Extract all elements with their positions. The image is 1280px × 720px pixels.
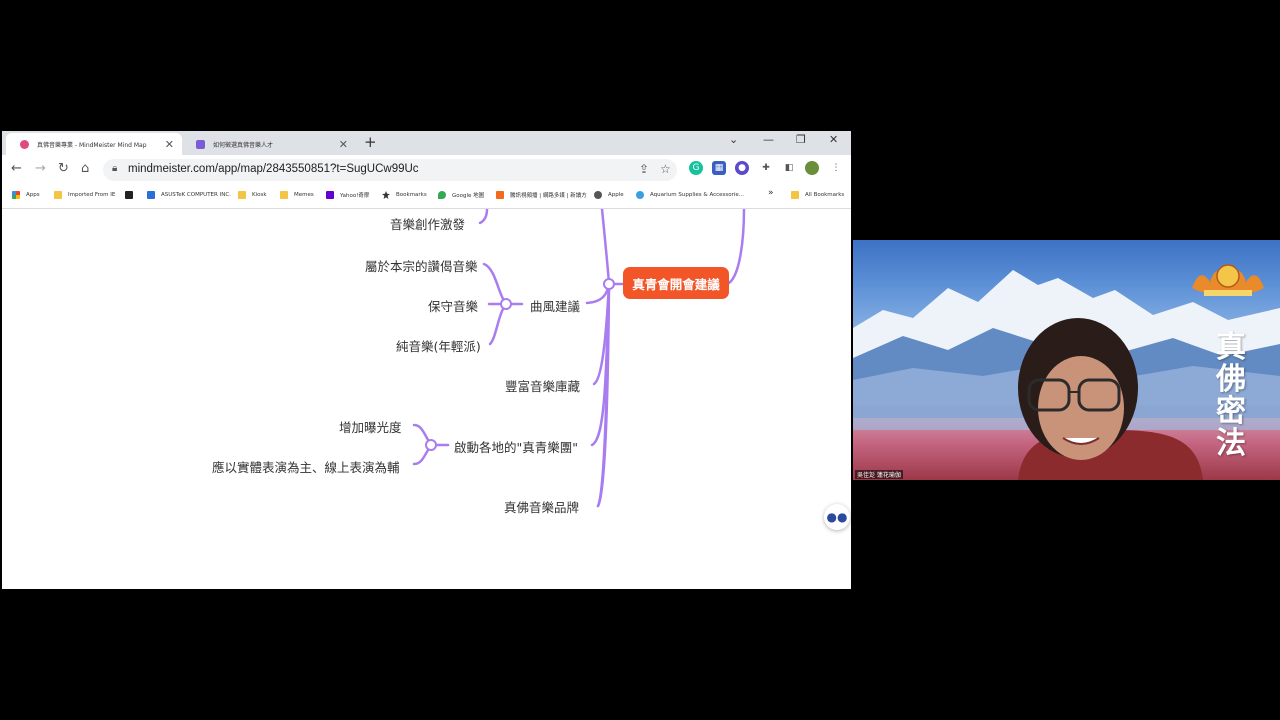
bookmarks-bar: Apps Imported From IE ASUSTeK COMPUTER I… <box>2 184 851 209</box>
node-bands-child[interactable]: 增加曝光度 <box>339 420 402 435</box>
maps-pin-icon <box>438 191 446 199</box>
close-window-icon[interactable]: ✕ <box>829 133 839 146</box>
forward-arrow-icon[interactable]: → <box>35 161 46 176</box>
webcam-scene <box>853 270 1280 480</box>
bookmark-star-icon[interactable]: ☆ <box>660 162 671 176</box>
node-style[interactable]: 曲風建議 <box>530 299 581 314</box>
connector-root-right <box>727 209 746 285</box>
side-panel-icon[interactable]: ◧ <box>784 163 794 173</box>
connector-style-child-3 <box>488 302 508 346</box>
extensions-puzzle-icon[interactable]: ✚ <box>762 163 770 173</box>
node-style-child[interactable]: 純音樂(年輕派) <box>396 339 481 354</box>
address-bar[interactable]: 🔒︎ mindmeister.com/app/map/2843550851?t=… <box>103 159 677 181</box>
restore-icon[interactable]: ❐ <box>796 133 806 146</box>
root-node[interactable]: 真青會開會建議 <box>623 267 729 299</box>
close-tab-icon[interactable]: ✕ <box>338 137 348 151</box>
aquarium-icon <box>636 191 644 199</box>
node-music-creation[interactable]: 音樂創作激發 <box>390 217 466 232</box>
folder-icon <box>280 191 288 199</box>
profile-avatar[interactable] <box>805 161 819 175</box>
asus-icon <box>147 191 155 199</box>
assistant-bubble-icon[interactable]: ●● <box>824 504 850 530</box>
extension-grid-icon[interactable]: ▦ <box>712 161 726 175</box>
mindmeister-favicon-icon <box>20 139 29 149</box>
document-favicon-icon <box>196 139 205 149</box>
bookmark-apps[interactable]: Apps <box>12 191 40 199</box>
assistant-icon[interactable]: ● <box>735 161 749 175</box>
mindmap-canvas[interactable]: 真青會開會建議 音樂創作激發 屬於本宗的讚偈音樂 保守音樂 曲風建議 純音樂(年… <box>2 209 851 589</box>
connector-style-child-1 <box>482 262 508 306</box>
folder-icon <box>238 191 246 199</box>
bookmark-google-maps[interactable]: Google 地圖 <box>438 191 484 199</box>
tab-mindmeister[interactable]: 真佛音樂專業 - MindMeister Mind Map ✕ <box>6 133 182 155</box>
bookmark-yahoo[interactable]: Yahoo!奇摩 <box>326 191 369 199</box>
bookmark-bookmarks[interactable]: Bookmarks <box>382 191 427 199</box>
node-bands[interactable]: 啟動各地的"真青樂團" <box>454 440 578 455</box>
bookmark-folder[interactable]: Imported From IE <box>54 191 115 199</box>
temple-logo-icon <box>1192 264 1264 296</box>
connector-trunk-top <box>600 209 611 286</box>
participant-name: 吳佳彣 蓮花瑜伽 <box>855 470 903 479</box>
bands-junction <box>425 439 437 451</box>
home-icon[interactable]: ⌂ <box>81 161 90 176</box>
connector-brand <box>596 282 611 508</box>
tab-title: 如何徵選真佛音樂人才 <box>213 141 274 149</box>
vertical-title: 真 佛 密 法 <box>1216 330 1246 461</box>
grammarly-icon[interactable]: G <box>689 161 703 175</box>
bookmarks-overflow-icon[interactable]: » <box>768 188 774 198</box>
webcam-tile: 真 佛 密 法 吳佳彣 蓮花瑜伽 <box>853 240 1280 480</box>
node-bands-child[interactable]: 應以實體表演為主、線上表演為輔 <box>212 460 400 475</box>
folder-icon <box>54 191 62 199</box>
bookmark-apple[interactable]: Apple <box>594 191 624 199</box>
share-icon[interactable]: ⇪ <box>639 162 650 176</box>
amazon-icon <box>125 191 133 199</box>
connector-partial <box>478 209 489 225</box>
address-url[interactable]: mindmeister.com/app/map/2843550851?t=Sug… <box>128 163 419 175</box>
bookmark-amazon[interactable] <box>125 191 139 199</box>
node-brand[interactable]: 真佛音樂品牌 <box>504 500 580 515</box>
folder-icon <box>791 191 799 199</box>
apple-icon <box>594 191 602 199</box>
root-junction <box>603 278 615 290</box>
tab-second[interactable]: 如何徵選真佛音樂人才 ✕ <box>182 133 356 155</box>
new-tab-button[interactable]: + <box>364 133 377 151</box>
bookmark-asus[interactable]: ASUSTeK COMPUTER INC. <box>147 191 231 199</box>
video-icon <box>496 191 504 199</box>
mindmap-connectors <box>412 209 746 508</box>
reload-icon[interactable]: ↻ <box>58 161 69 176</box>
bookmark-folder[interactable]: Kiosk <box>238 191 267 199</box>
apps-grid-icon <box>12 191 20 199</box>
bookmark-aquarium[interactable]: Aquarium Supplies & Accessorie... <box>636 191 744 199</box>
tab-bar: 真佛音樂專業 - MindMeister Mind Map ✕ 如何徵選真佛音樂… <box>2 131 851 155</box>
node-library[interactable]: 豐富音樂庫藏 <box>505 379 581 394</box>
person-silhouette <box>1018 318 1203 480</box>
star-icon <box>382 191 390 199</box>
menu-kebab-icon[interactable]: ⋮ <box>831 163 841 173</box>
bookmark-folder[interactable]: Memes <box>280 191 314 199</box>
node-style-child[interactable]: 保守音樂 <box>428 299 479 314</box>
tab-title: 真佛音樂專業 - MindMeister Mind Map <box>37 141 147 149</box>
yahoo-icon <box>326 191 334 199</box>
minimize-icon[interactable]: — <box>763 133 774 146</box>
lock-icon: 🔒︎ <box>112 163 118 174</box>
close-tab-icon[interactable]: ✕ <box>164 137 174 151</box>
bookmark-video[interactable]: 騰訊視頻播 | 網路多媒 | 新讀方 <box>496 191 587 199</box>
node-style-child[interactable]: 屬於本宗的讚偈音樂 <box>365 259 478 274</box>
tab-search-icon[interactable]: ⌄ <box>729 133 739 146</box>
back-arrow-icon[interactable]: ← <box>11 161 22 176</box>
browser-window: 真佛音樂專業 - MindMeister Mind Map ✕ 如何徵選真佛音樂… <box>2 131 851 589</box>
toolbar: ← → ↻ ⌂ 🔒︎ mindmeister.com/app/map/28435… <box>2 155 851 184</box>
bookmark-all[interactable]: All Bookmarks <box>791 191 844 199</box>
style-junction <box>500 298 512 310</box>
